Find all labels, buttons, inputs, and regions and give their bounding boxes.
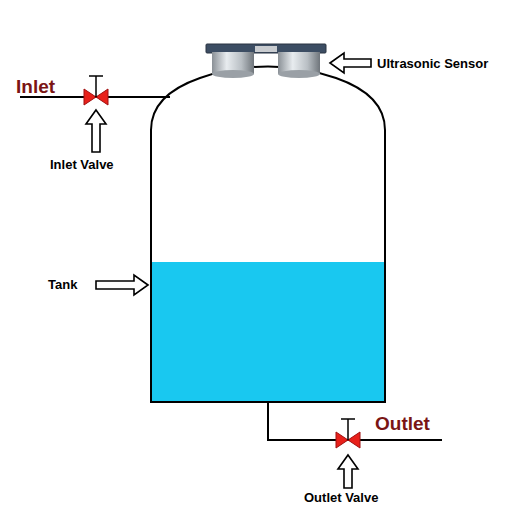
pointer-arrow bbox=[330, 53, 371, 73]
part-label: Outlet Valve bbox=[304, 491, 378, 505]
outlet-valve bbox=[336, 419, 360, 448]
pointer-arrow bbox=[96, 275, 148, 295]
pointer-arrow bbox=[86, 110, 106, 152]
ultrasonic-sensor bbox=[206, 44, 326, 78]
outlet-pipe bbox=[268, 402, 442, 440]
water bbox=[151, 262, 385, 402]
inlet-valve bbox=[84, 76, 108, 105]
pipe-label: Inlet bbox=[16, 77, 55, 98]
part-label: Ultrasonic Sensor bbox=[377, 57, 488, 71]
part-label: Tank bbox=[48, 278, 77, 292]
pipe-label: Outlet bbox=[375, 414, 430, 435]
pointer-arrow bbox=[338, 455, 358, 488]
part-label: Inlet Valve bbox=[50, 158, 114, 172]
tank-outline bbox=[151, 67, 385, 403]
